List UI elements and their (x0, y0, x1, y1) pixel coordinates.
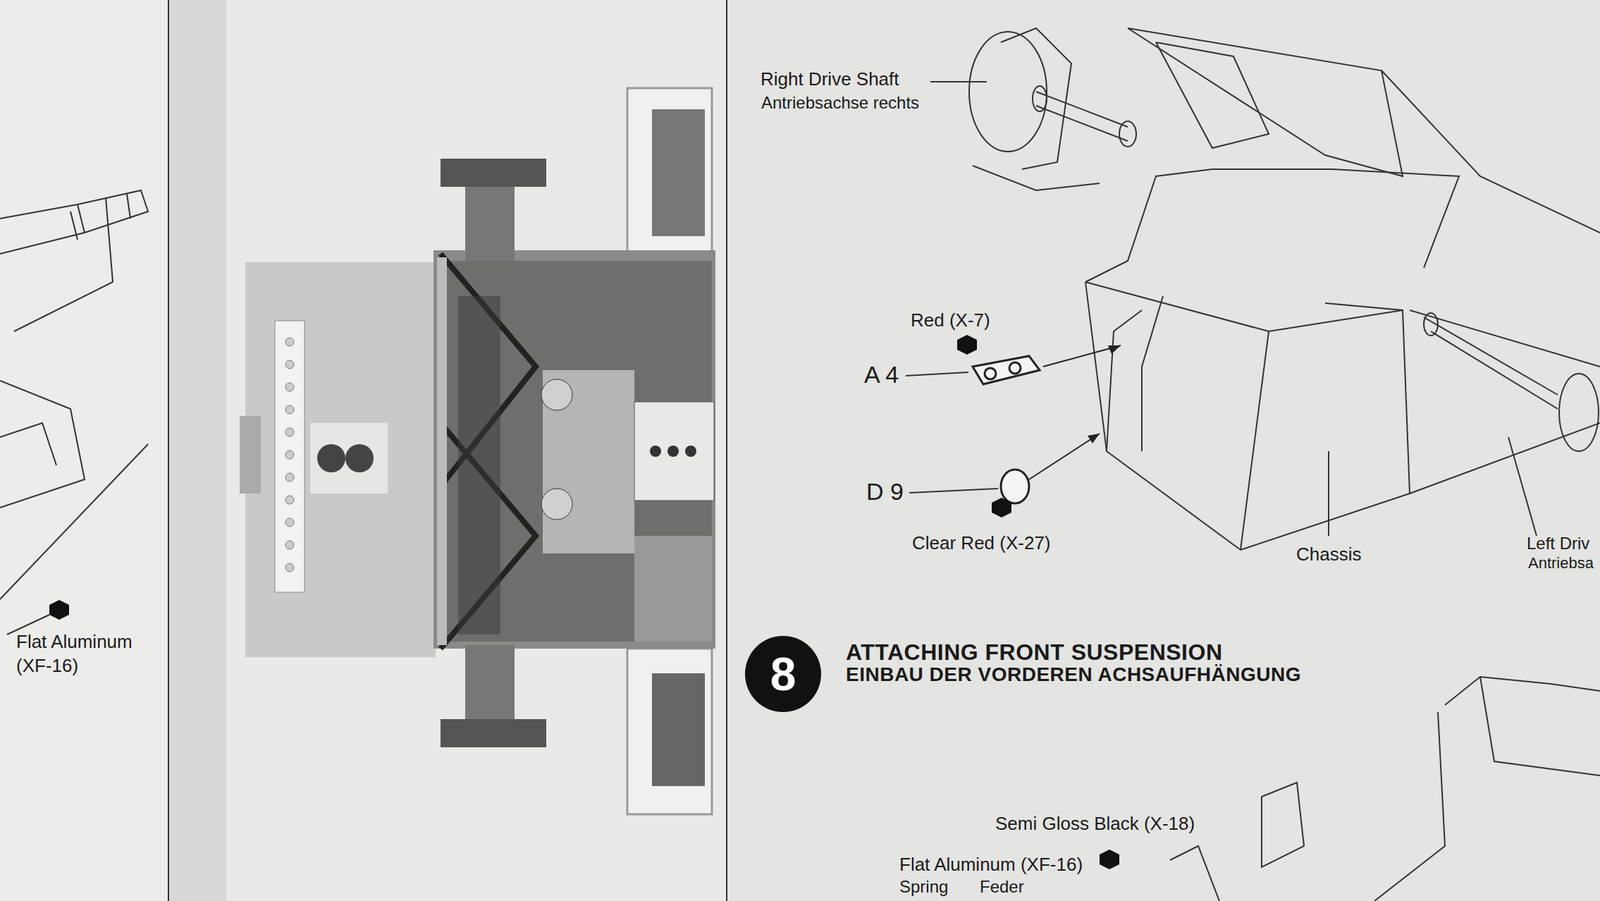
part-label: Left Driv (1526, 533, 1590, 554)
part-label: (XF-16) (16, 655, 79, 677)
part-label: Spring (899, 876, 949, 897)
step-number-circle: 8 (745, 635, 822, 712)
part-label: Antriebsachse rechts (761, 93, 920, 113)
part-label: Semi Gloss Black (X-18) (995, 813, 1195, 835)
part-label: Flat Aluminum (XF-16) (899, 854, 1083, 876)
part-label: D 9 (866, 477, 904, 506)
part-label: Antriebsa (1528, 554, 1594, 572)
part-label: Clear Red (X-27) (912, 532, 1051, 555)
step-number: 8 (770, 650, 797, 698)
part-label: Flat Aluminum (16, 631, 133, 653)
part-label: A 4 (864, 360, 899, 389)
part-label: Chassis (1296, 544, 1362, 566)
part-label: ATTACHING FRONT SUSPENSION (845, 639, 1223, 666)
part-label: Red (X-7) (910, 310, 991, 332)
part-label: Feder (979, 876, 1025, 897)
part-label: Right Drive Shaft (760, 69, 900, 91)
part-label: EINBAU DER VORDEREN ACHSAUFHÄNGUNG (845, 663, 1302, 686)
